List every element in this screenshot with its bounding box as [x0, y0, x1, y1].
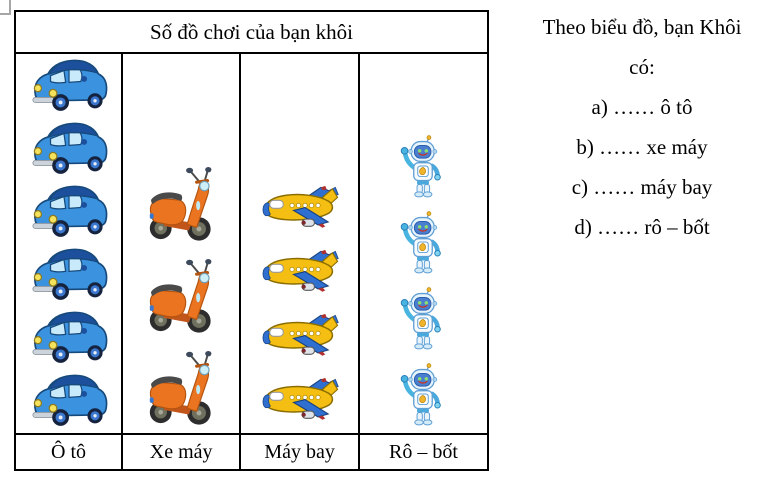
car-icon: [27, 308, 111, 364]
pictograph-column-1: [16, 54, 121, 433]
scooter-icon: [141, 257, 221, 335]
question-item-a: a) …… ô tô: [591, 95, 693, 119]
category-label: Ô tô: [51, 440, 87, 463]
question-item-b: b) …… xe máy: [576, 135, 708, 159]
question-item-c: c) …… máy bay: [571, 175, 713, 199]
question-item-d: d) …… rô – bốt: [574, 215, 710, 239]
robot-icon: [398, 133, 448, 199]
plane-icon: [255, 375, 345, 427]
car-icon: [27, 56, 111, 112]
plane-icon: [255, 247, 345, 299]
category-label: Rô – bốt: [357, 435, 487, 469]
plane-icon: [255, 183, 345, 235]
questions-panel: Theo biểu đồ, bạn Khôi có: a) …… ô tô b)…: [515, 16, 769, 256]
scooter-icon: [141, 349, 221, 427]
questions-heading-line1: Theo biểu đồ, bạn Khôi: [542, 15, 742, 39]
pictograph-column-2: [121, 54, 239, 433]
car-icon: [27, 119, 111, 175]
car-icon: [27, 371, 111, 427]
chart-body: [16, 54, 487, 433]
robot-icon: [398, 209, 448, 275]
car-icon: [27, 182, 111, 238]
category-label: Máy bay: [239, 435, 358, 469]
car-icon: [27, 245, 111, 301]
scooter-icon: [141, 165, 221, 243]
pictograph-column-3: [239, 54, 358, 433]
robot-icon: [398, 285, 448, 351]
questions-heading-line2: có:: [629, 55, 655, 79]
corner-handle: [0, 0, 11, 15]
chart-title: Số đồ chơi của bạn khôi: [16, 12, 487, 54]
category-label: Xe máy: [121, 435, 239, 469]
robot-icon: [398, 361, 448, 427]
pictograph-column-4: [357, 54, 487, 433]
plane-icon: [255, 311, 345, 363]
